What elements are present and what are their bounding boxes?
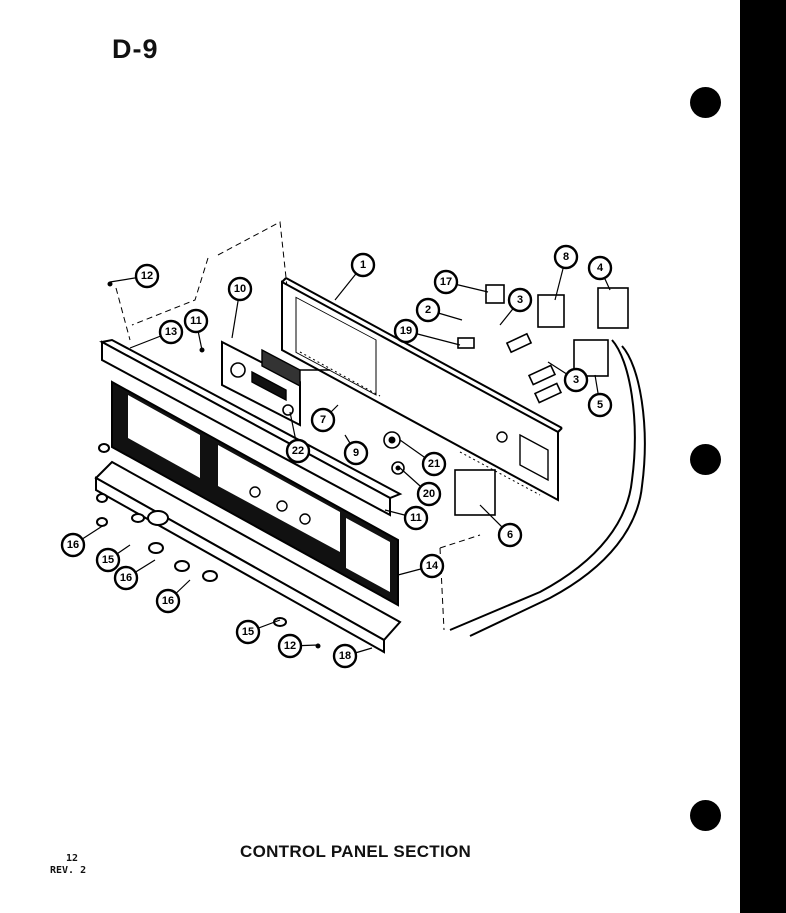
callout-14: 14: [419, 553, 445, 579]
callout-7: 7: [310, 407, 336, 433]
callout-15: 15: [235, 619, 261, 645]
wire-harness: [449, 339, 646, 637]
section-title: CONTROL PANEL SECTION: [240, 842, 472, 861]
callout-label: 10: [234, 283, 246, 295]
callout-9: 9: [343, 440, 369, 466]
callout-13: 13: [158, 319, 184, 345]
callout-3: 3: [507, 287, 533, 313]
front-control-panel: [99, 338, 403, 607]
callout-label: 8: [563, 251, 569, 263]
callout-10: 10: [227, 276, 253, 302]
callout-label: 17: [440, 276, 452, 288]
callout-label: 12: [141, 270, 153, 282]
callout-label: 12: [284, 640, 296, 652]
callout-11: 11: [403, 505, 429, 531]
revision-label: REV. 2: [50, 865, 87, 876]
callout-12: 12: [134, 263, 160, 289]
page-footer: 12 REV. 2: [50, 853, 86, 877]
callout-label: 15: [102, 554, 114, 566]
callout-label: 16: [120, 572, 132, 584]
callout-6: 6: [497, 522, 523, 548]
callout-12: 12: [277, 633, 303, 659]
callout-label: 18: [339, 650, 351, 662]
callout-label: 15: [242, 626, 254, 638]
callout-label: 21: [428, 458, 440, 470]
punch-hole-middle: [690, 444, 721, 475]
callout-18: 18: [332, 643, 358, 669]
callout-label: 16: [162, 595, 174, 607]
punch-hole-bottom: [690, 800, 721, 831]
callout-8: 8: [553, 244, 579, 270]
callout-label: 3: [573, 374, 579, 386]
callout-label: 2: [425, 304, 431, 316]
callout-label: 20: [423, 488, 435, 500]
bottom-trim: [94, 443, 402, 654]
switch-components: [457, 284, 629, 404]
callout-label: 9: [353, 447, 359, 459]
callout-1: 1: [350, 252, 376, 278]
callout-label: 16: [67, 539, 79, 551]
callout-label: 5: [597, 399, 603, 411]
callout-20: 20: [416, 481, 442, 507]
callout-2: 2: [415, 297, 441, 323]
callout-label: 14: [426, 560, 439, 572]
callout-16: 16: [113, 565, 139, 591]
page-number: 12: [66, 853, 79, 864]
callout-5: 5: [587, 392, 613, 418]
callout-11: 11: [183, 308, 209, 334]
callout-label: 13: [165, 326, 177, 338]
callout-label: 19: [400, 325, 412, 337]
callout-layer: 1121011131723198435792221201161416151616…: [60, 244, 613, 669]
callout-4: 4: [587, 255, 613, 281]
punch-hole-top: [690, 87, 721, 118]
callout-21: 21: [421, 451, 447, 477]
callout-19: 19: [393, 318, 419, 344]
callout-17: 17: [433, 269, 459, 295]
callout-label: 6: [507, 529, 513, 541]
callout-label: 4: [597, 262, 604, 274]
callout-3: 3: [563, 367, 589, 393]
page-code: D-9: [112, 34, 159, 64]
callout-label: 11: [410, 512, 422, 524]
callout-16: 16: [155, 588, 181, 614]
binding-strip: [740, 0, 786, 913]
back-panel: [281, 277, 563, 502]
callout-15: 15: [95, 547, 121, 573]
callout-label: 3: [517, 294, 523, 306]
callout-label: 1: [360, 259, 366, 271]
callout-16: 16: [60, 532, 86, 558]
callout-label: 11: [190, 315, 202, 327]
callout-label: 22: [292, 445, 304, 457]
callout-label: 7: [320, 414, 326, 426]
callout-22: 22: [285, 438, 311, 464]
clock-timer-module: [221, 340, 330, 427]
